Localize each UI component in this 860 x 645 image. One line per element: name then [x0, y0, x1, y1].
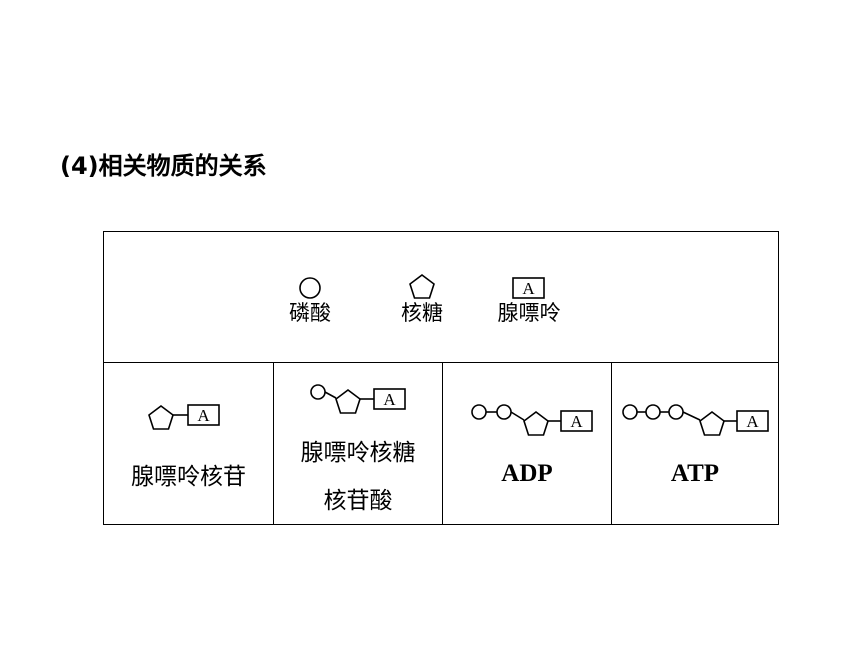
pentagon-icon: [409, 274, 435, 299]
cell-adp: A ADP: [442, 363, 611, 524]
amp-structure-icon: A: [310, 384, 406, 414]
svg-text:A: A: [570, 412, 583, 431]
legend-row: 磷酸 核糖 A 腺嘌呤: [104, 232, 778, 363]
svg-text:A: A: [746, 412, 759, 431]
square-a-icon: A: [512, 277, 545, 299]
cell-atp-label: ATP: [670, 460, 720, 487]
svg-text:A: A: [383, 390, 396, 409]
cell-amp-label-line1: 腺嘌呤核糖: [300, 440, 416, 466]
circle-icon: [299, 277, 321, 299]
cell-adenosine-label: 腺嘌呤核苷: [131, 464, 246, 490]
cell-adp-label: ADP: [501, 460, 553, 487]
cell-atp: A ATP: [611, 363, 778, 524]
svg-text:A: A: [522, 279, 535, 298]
cell-amp: A 腺嘌呤核糖 核苷酸: [273, 363, 442, 524]
adp-structure-icon: A: [471, 404, 593, 436]
legend-adenine-label: 腺嘌呤: [497, 301, 561, 325]
atp-structure-icon: A: [622, 404, 769, 436]
cell-amp-label-line2: 核苷酸: [323, 488, 393, 514]
relationship-table: 磷酸 核糖 A 腺嘌呤 A 腺嘌呤核苷: [103, 231, 779, 525]
legend-adenine: A 腺嘌呤: [484, 275, 574, 325]
svg-text:A: A: [197, 406, 210, 425]
legend-phosphate: 磷酸: [280, 275, 340, 325]
legend-ribose: 核糖: [392, 273, 452, 325]
legend-ribose-label: 核糖: [401, 301, 443, 325]
adenosine-structure-icon: A: [148, 404, 220, 430]
legend-phosphate-label: 磷酸: [289, 301, 331, 325]
section-title: (4)相关物质的关系: [60, 152, 267, 180]
cell-adenosine: A 腺嘌呤核苷: [104, 363, 273, 524]
